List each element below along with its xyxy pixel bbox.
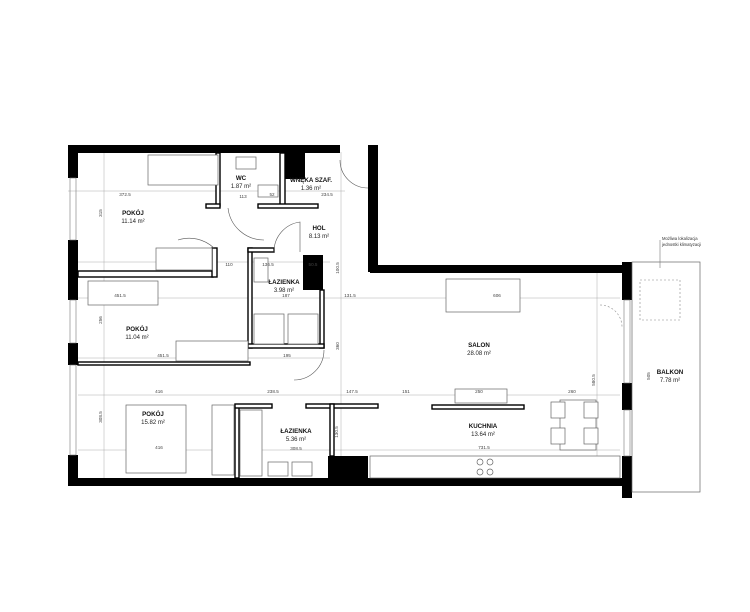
dimension-label: 731.5 — [478, 445, 490, 450]
dimension-label: 451.5 — [157, 353, 169, 358]
annotation-line-1: Możliwa lokalizacja — [662, 236, 698, 241]
room-area: 1.87 m² — [231, 184, 251, 190]
room-name: SALON — [468, 342, 490, 349]
dimension-label: 100.5 — [335, 262, 340, 274]
room-area: 3.98 m² — [274, 288, 294, 294]
sink — [257, 184, 279, 198]
windows — [69, 177, 631, 457]
dimension-label: 416 — [155, 389, 163, 394]
bed — [87, 280, 159, 306]
room-area: 1.36 m² — [301, 186, 321, 192]
kitchen-counter — [369, 455, 621, 479]
dimension-label: 234.5 — [321, 192, 333, 197]
ac-annotation: Możliwa lokalizacja jednostki klimatyzac… — [659, 236, 701, 268]
interior-walls — [77, 152, 525, 480]
room-name: WNĘKA SZAF. — [290, 177, 332, 184]
bathtub — [239, 409, 263, 477]
washer — [253, 313, 285, 345]
toilet — [235, 156, 257, 170]
dimension-label: 360 — [335, 342, 340, 350]
tv-stand — [454, 388, 508, 404]
annotation-line-2: jednostki klimatyzacji — [661, 242, 701, 247]
dimension-label: 308.5 — [98, 411, 103, 423]
dimension-label: 136.5 — [262, 262, 274, 267]
sink — [253, 257, 269, 283]
room-area: 7.78 m² — [660, 378, 680, 384]
sink — [291, 461, 313, 477]
dimension-label: 580.5 — [591, 374, 596, 386]
room-labels: POKÓJ 11.14 m² WC 1.87 m² WNĘKA SZAF. 1.… — [121, 175, 683, 443]
dimension-label: 260 — [568, 389, 576, 394]
dimension-label: 110 — [225, 262, 233, 267]
dimension-label: 147.5 — [346, 389, 358, 394]
dimension-label: 52 — [269, 192, 275, 197]
dimension-label: 315 — [98, 209, 103, 217]
room-area: 8.13 m² — [309, 234, 329, 240]
outer-walls — [68, 145, 632, 498]
room-name: ŁAZIENKA — [268, 279, 300, 286]
dimension-label: 151 — [402, 389, 410, 394]
dimension-label: 416 — [155, 445, 163, 450]
dimension-label: 195 — [283, 353, 291, 358]
dimension-label: 372.5 — [119, 192, 131, 197]
dimension-label: 451.5 — [114, 293, 126, 298]
room-area: 15.82 m² — [141, 420, 165, 426]
dimension-label: 256 — [98, 316, 103, 324]
room-name: POKÓJ — [142, 410, 164, 418]
room-area: 11.04 m² — [125, 335, 148, 341]
dimension-label: 131.5 — [344, 293, 356, 298]
room-area: 5.36 m² — [286, 437, 306, 443]
sofa — [445, 278, 521, 313]
furniture — [87, 154, 701, 493]
room-area: 28.08 m² — [467, 351, 491, 357]
dimension-label: 113 — [239, 194, 247, 199]
room-name: WC — [236, 175, 247, 182]
balcony — [631, 261, 701, 493]
room-area: 11.14 m² — [121, 219, 144, 225]
room-name: BALKON — [657, 369, 684, 376]
desk — [175, 340, 249, 362]
room-name: ŁAZIENKA — [280, 428, 312, 435]
room-name: POKÓJ — [122, 209, 144, 217]
bed — [125, 404, 187, 474]
room-name: HOL — [312, 225, 325, 232]
dimension-label: 505 — [646, 372, 651, 380]
dimension-label: 50.5 — [309, 262, 318, 267]
dimension-label: 250 — [475, 389, 483, 394]
dimension-label: 308.5 — [290, 446, 302, 451]
dimension-label: 238.5 — [267, 389, 279, 394]
sink — [267, 461, 289, 477]
desk — [155, 247, 213, 271]
wardrobe — [211, 404, 235, 476]
room-name: POKÓJ — [126, 325, 148, 333]
dimension-labels: 372.5 113 52 234.5 315 110 136.5 50.5 10… — [98, 192, 651, 451]
room-area: 13.64 m² — [471, 432, 495, 438]
dimension-label: 130.5 — [334, 426, 339, 438]
room-name: KUCHNIA — [469, 423, 498, 430]
bed — [147, 154, 219, 186]
dimension-label: 187 — [282, 293, 290, 298]
shower — [287, 313, 319, 345]
dimension-label: 606 — [493, 293, 501, 298]
